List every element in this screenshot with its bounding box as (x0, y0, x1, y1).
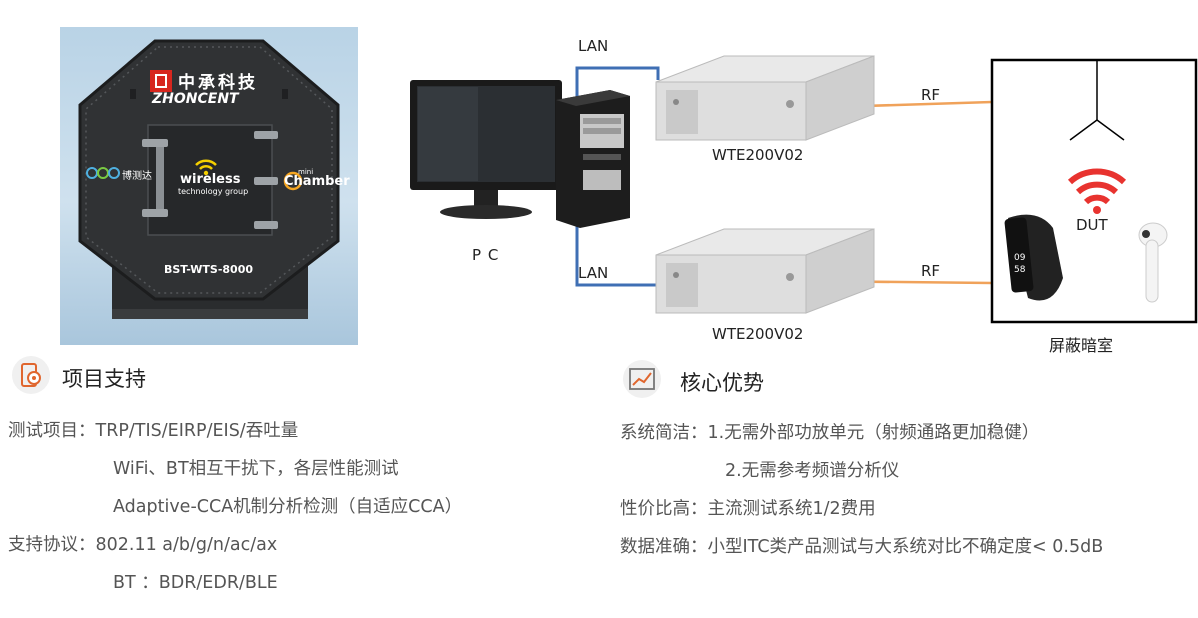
left-line-4: 支持协议：802.11 a/b/g/n/ac/ax (8, 535, 278, 555)
chamber-logo-text: Chamber (284, 174, 350, 189)
boce-logo-text: 博测达 (122, 171, 152, 182)
chamber-drawing (78, 39, 340, 319)
shield-room-label: 屏蔽暗室 (1049, 336, 1114, 355)
wireless-logo-subtitle: technology group (178, 187, 249, 196)
product-photo: 中承科技 ZHONCENT wireless technology group … (60, 27, 358, 345)
pc-tower (556, 90, 630, 228)
section-title-right: 核心优势 (680, 371, 764, 395)
lan-label-top: LAN (578, 37, 609, 55)
phone-gear-icon (21, 363, 41, 387)
brand-name-cn: 中承科技 (178, 73, 258, 93)
product-model: BST-WTS-8000 (164, 263, 254, 276)
lan-label-bottom: LAN (578, 264, 609, 282)
earbud-icon (1138, 222, 1168, 303)
instrument-label-bottom: WTE200V02 (712, 325, 804, 343)
chamber-logo-small: mini (298, 168, 314, 176)
band-time-minutes: 58 (1014, 265, 1026, 275)
rf-label-top: RF (921, 86, 941, 104)
pc-monitor (410, 80, 562, 219)
wireless-logo-title: wireless (180, 172, 241, 187)
right-line-3: 性价比高：主流测试系统1/2费用 (620, 499, 876, 519)
instrument-bottom (655, 228, 875, 314)
right-line-4: 数据准确：小型ITC类产品测试与大系统对比不确定度< 0.5dB (620, 537, 1104, 557)
wifi-signal-icon (1067, 168, 1127, 214)
left-line-2: WiFi、BT相互干扰下，各层性能测试 (113, 459, 399, 479)
test-setup-diagram (410, 55, 1198, 324)
left-line-1: 测试项目：TRP/TIS/EIRP/EIS/吞吐量 (8, 421, 299, 441)
rf-label-bottom: RF (921, 262, 941, 280)
left-line-3: Adaptive-CCA机制分析检测（自适应CCA） (113, 497, 463, 517)
brand-name-en: ZHONCENT (152, 91, 239, 107)
pc-label: P C (472, 246, 500, 264)
right-line-1: 系统简洁：1.无需外部功放单元（射频通路更加稳健） (620, 423, 1040, 443)
instrument-top (655, 55, 875, 141)
dut-label: DUT (1076, 216, 1108, 234)
section-title-left: 项目支持 (62, 367, 146, 391)
left-line-5: BT ：BDR/EDR/BLE (113, 573, 278, 593)
section-icon-right (623, 360, 661, 398)
instrument-label-top: WTE200V02 (712, 146, 804, 164)
band-time-hours: 09 (1014, 253, 1026, 263)
smart-band-icon (1004, 214, 1063, 301)
lan-cable-top (575, 66, 660, 122)
trend-chart-icon (629, 368, 655, 390)
right-line-2: 2.无需参考频谱分析仪 (725, 461, 900, 481)
section-icon-left (12, 356, 50, 394)
